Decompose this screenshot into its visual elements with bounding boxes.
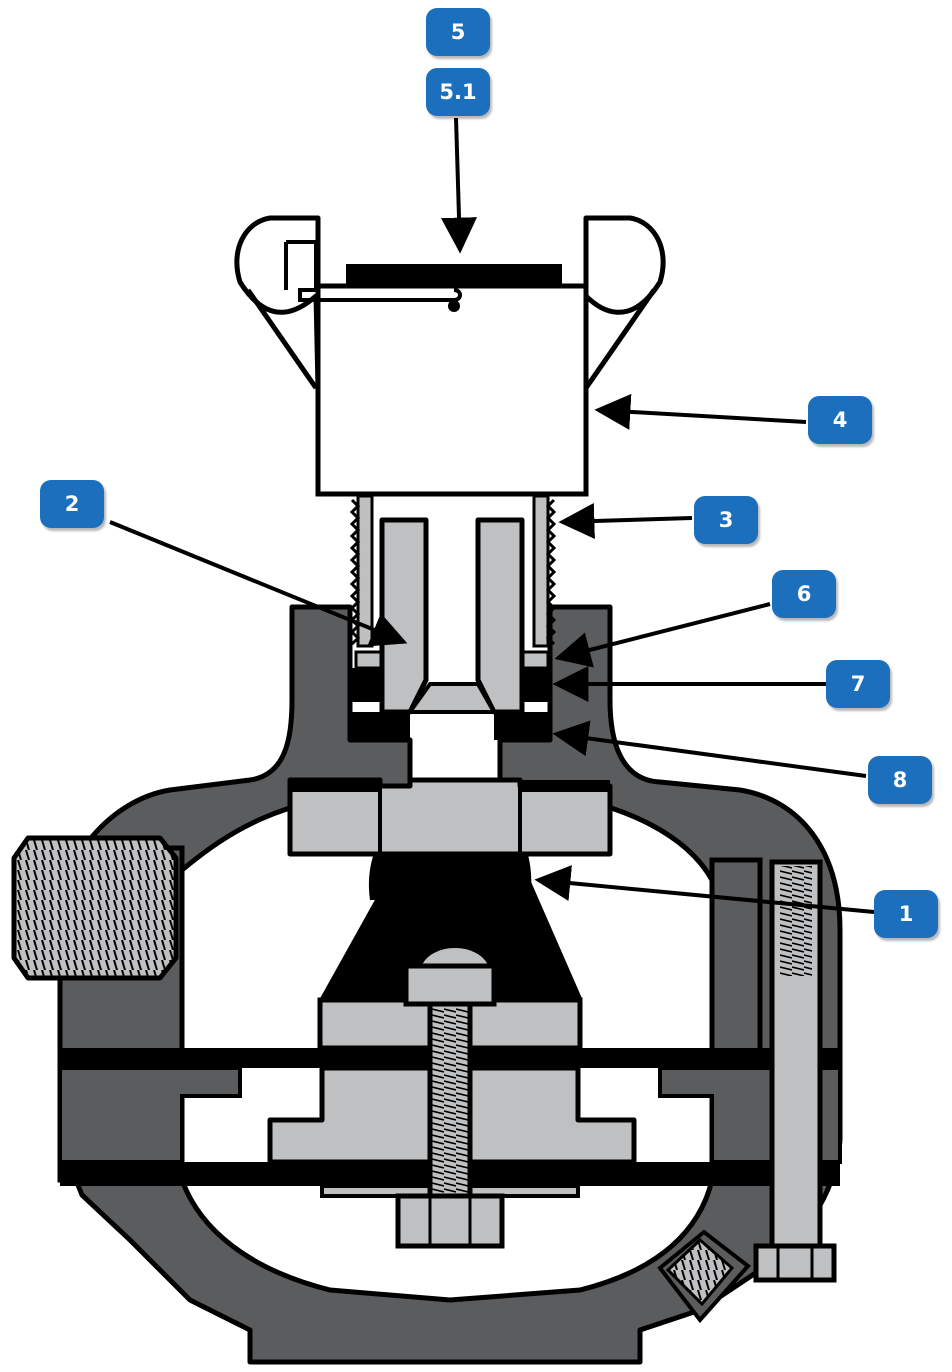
drain-plug xyxy=(11,835,179,981)
centre-bolt xyxy=(395,945,505,1249)
callout-7: 7 xyxy=(826,660,890,708)
leader-lines xyxy=(109,117,875,914)
valve-seat xyxy=(287,777,613,857)
callout-5-1: 5.1 xyxy=(426,68,490,116)
vent-plug xyxy=(657,1229,751,1324)
protective-cap xyxy=(234,215,666,497)
callout-4: 4 xyxy=(808,396,872,444)
callout-3: 3 xyxy=(694,496,758,544)
callout-6: 6 xyxy=(772,570,836,618)
callout-1: 1 xyxy=(874,890,938,938)
callout-8: 8 xyxy=(868,756,932,804)
side-bolt xyxy=(753,859,837,1283)
callout-5: 5 xyxy=(426,8,490,56)
orifice-insert xyxy=(379,517,525,715)
callout-2: 2 xyxy=(40,480,104,528)
